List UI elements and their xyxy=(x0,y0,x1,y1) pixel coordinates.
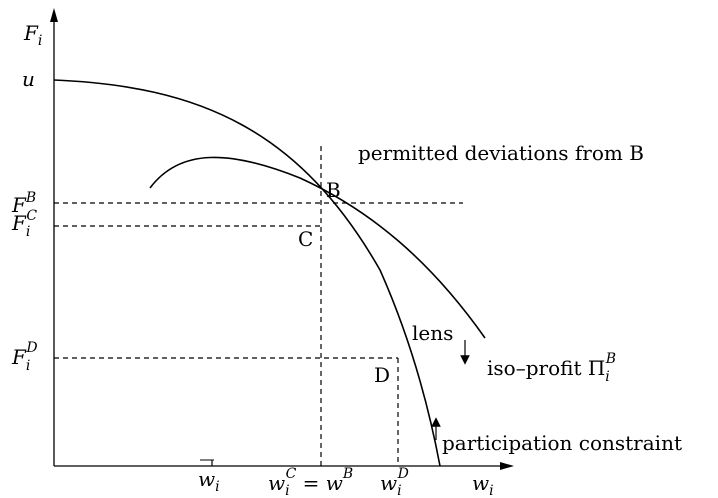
lens-label: lens xyxy=(412,321,453,345)
permitted-deviations-label: permitted deviations from B xyxy=(358,141,644,165)
x-tick-wbar: wi xyxy=(198,467,220,495)
isoprofit-label: iso–profit ΠiB xyxy=(487,351,616,385)
participation-constraint-label: participation constraint xyxy=(442,431,682,455)
x-tick-wd: wiD xyxy=(380,466,409,498)
y-tick-u: u xyxy=(22,67,35,91)
point-c-label: C xyxy=(298,227,313,251)
x-tick-wc-wb: wiC = wB xyxy=(268,466,353,498)
x-axis-arrow xyxy=(500,462,514,470)
y-tick-fc: FiC xyxy=(11,208,37,240)
y-tick-fd: FiD xyxy=(11,340,38,374)
x-axis-label: wi xyxy=(472,471,494,498)
y-axis-label: Fi xyxy=(23,21,42,49)
y-axis-arrow xyxy=(50,8,58,22)
participation-constraint-curve xyxy=(53,79,441,467)
isoprofit-curve xyxy=(149,156,486,339)
point-b-label: B xyxy=(326,178,341,202)
y-tick-fb: FB xyxy=(11,190,36,217)
point-d-label: D xyxy=(374,363,390,387)
